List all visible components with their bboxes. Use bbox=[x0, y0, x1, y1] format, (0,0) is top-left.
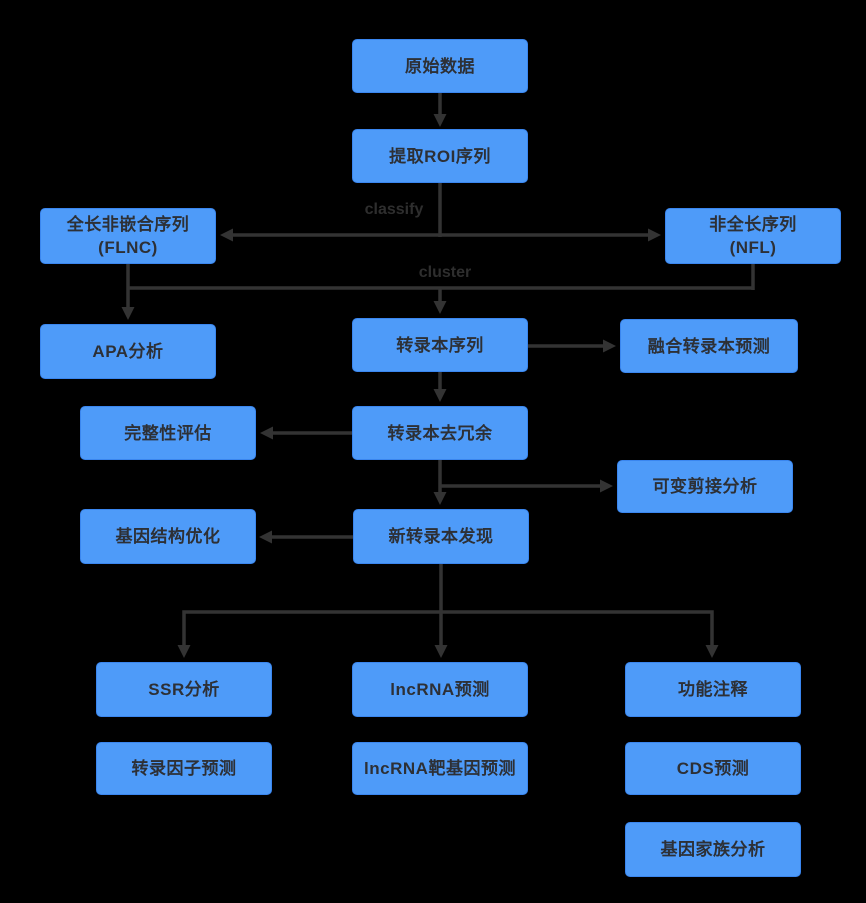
edge-transcript-seq-to-fusion bbox=[528, 339, 616, 353]
node-label: 新转录本发现 bbox=[388, 527, 494, 546]
node-gene-family: 基因家族分析 bbox=[625, 822, 801, 877]
node-label: 转录本去冗余 bbox=[387, 423, 493, 443]
edge-novel-to-gene-structure bbox=[259, 530, 353, 544]
arrowhead bbox=[434, 645, 448, 658]
arrowhead bbox=[177, 645, 191, 658]
arrowhead bbox=[600, 479, 613, 493]
edge-novel-to-ssr bbox=[177, 610, 441, 658]
node-label: CDS预测 bbox=[676, 759, 750, 778]
edge-raw-to-extract-roi bbox=[433, 93, 447, 127]
node-dedup: 转录本去冗余 bbox=[352, 406, 528, 460]
node-extract-roi: 提取ROI序列 bbox=[352, 129, 528, 183]
node-label: APA分析 bbox=[92, 342, 164, 361]
node-label: 转录因子预测 bbox=[131, 759, 237, 778]
arrowhead bbox=[705, 645, 719, 658]
edge-transcript-seq-to-dedup bbox=[433, 372, 447, 402]
node-integrity-eval: 完整性评估 bbox=[80, 406, 256, 460]
arrowhead bbox=[603, 339, 616, 353]
node-raw-data: 原始数据 bbox=[352, 39, 528, 93]
edge-flnc-to-apa bbox=[121, 264, 135, 320]
node-label: (NFL) bbox=[729, 238, 777, 257]
node-label: 完整性评估 bbox=[124, 423, 212, 443]
node-transcript-seq: 转录本序列 bbox=[352, 318, 528, 372]
node-apa: APA分析 bbox=[40, 324, 216, 379]
node-label: 转录本序列 bbox=[396, 335, 484, 355]
node-lncrna-target: lncRNA靶基因预测 bbox=[352, 742, 528, 795]
node-cds-prediction: CDS预测 bbox=[625, 742, 801, 795]
arrowhead bbox=[648, 228, 661, 242]
node-label: lncRNA预测 bbox=[390, 680, 490, 699]
edge-dedup-to-alt-splicing bbox=[440, 479, 613, 493]
node-ssr: SSR分析 bbox=[96, 662, 272, 717]
arrowhead bbox=[433, 301, 447, 314]
node-label: SSR分析 bbox=[148, 680, 220, 699]
node-tf-prediction: 转录因子预测 bbox=[96, 742, 272, 795]
arrowhead bbox=[220, 228, 233, 242]
node-lncrna-prediction: lncRNA预测 bbox=[352, 662, 528, 717]
arrowhead bbox=[433, 389, 447, 402]
node-label: (FLNC) bbox=[98, 238, 158, 257]
node-flnc: 全长非嵌合序列 (FLNC) bbox=[40, 208, 216, 264]
node-label: 可变剪接分析 bbox=[652, 477, 758, 496]
arrowhead bbox=[259, 530, 272, 544]
arrowhead bbox=[260, 426, 273, 440]
arrowhead bbox=[433, 114, 447, 127]
node-alt-splicing: 可变剪接分析 bbox=[617, 460, 793, 513]
node-fusion-prediction: 融合转录本预测 bbox=[620, 319, 798, 373]
node-label: 提取ROI序列 bbox=[389, 146, 491, 166]
node-label: lncRNA靶基因预测 bbox=[364, 759, 516, 778]
edge-label-classify: classify bbox=[364, 201, 424, 218]
node-novel-transcript: 新转录本发现 bbox=[353, 509, 529, 564]
edge-dedup-to-integrity bbox=[260, 426, 352, 440]
node-label: 全长非嵌合序列 bbox=[66, 215, 190, 234]
arrowhead bbox=[121, 307, 135, 320]
node-label: 功能注释 bbox=[678, 680, 748, 699]
edge-novel-to-func-annotation bbox=[441, 610, 719, 658]
edge-classify-to-flnc bbox=[220, 228, 440, 242]
edge-novel-to-lncrna bbox=[434, 564, 448, 658]
node-gene-structure: 基因结构优化 bbox=[80, 509, 256, 564]
edge-classify-to-nfl bbox=[440, 228, 661, 242]
arrowhead bbox=[433, 492, 447, 505]
edge-label-cluster: cluster bbox=[418, 264, 472, 281]
node-label: 基因结构优化 bbox=[115, 527, 221, 546]
node-label: 原始数据 bbox=[405, 56, 475, 76]
node-func-annotation: 功能注释 bbox=[625, 662, 801, 717]
node-label: 融合转录本预测 bbox=[647, 336, 771, 356]
node-label: 非全长序列 bbox=[709, 215, 797, 234]
edge-dedup-to-novel bbox=[433, 460, 447, 505]
edge-cluster-to-transcript-seq bbox=[433, 288, 447, 314]
node-label: 基因家族分析 bbox=[660, 840, 766, 859]
node-nfl: 非全长序列 (NFL) bbox=[665, 208, 841, 264]
